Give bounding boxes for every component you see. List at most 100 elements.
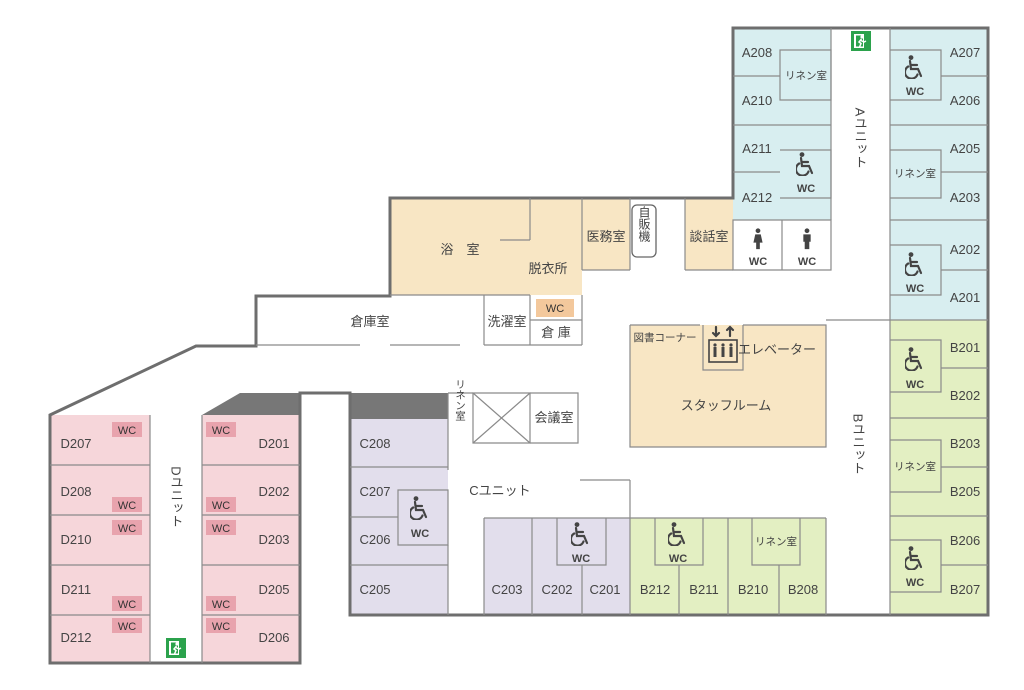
b-unit-label: Bユニット: [851, 414, 866, 475]
wc-label: WC: [749, 256, 767, 268]
dressing-room-label: 脱衣所: [528, 261, 567, 276]
storage-label: 倉 庫: [541, 325, 571, 340]
room-label: D210: [60, 532, 91, 547]
wc-badge-text: WC: [118, 500, 136, 512]
c-unit-rooms: C208 C207 C206 C205 C203 C202 C201: [359, 436, 620, 597]
room-label: B207: [950, 582, 980, 597]
room-label: C207: [359, 484, 390, 499]
room-label: B212: [640, 582, 670, 597]
wc-label: WC: [906, 283, 924, 295]
wc-badge-text: WC: [212, 425, 230, 437]
wc-label: WC: [906, 86, 924, 98]
wc-badge-text: WC: [212, 599, 230, 611]
room-label: D211: [61, 582, 91, 597]
linen-room-label: リネン室: [894, 460, 936, 473]
room-label: B203: [950, 436, 980, 451]
room-label: C203: [491, 582, 522, 597]
vending-machine: [631, 204, 657, 258]
room-label: A207: [950, 45, 980, 60]
room-label: A206: [950, 93, 980, 108]
center-wc-badge: [536, 299, 574, 317]
wc-badge-text: WC: [212, 621, 230, 633]
room-label: D205: [258, 582, 289, 597]
room-label: A202: [950, 242, 980, 257]
linen-room-label: リネン室: [894, 167, 936, 180]
elevator-label: エレベーター: [738, 342, 816, 357]
b-unit-rooms: B201 B202 B203 B205 B206 B207 B212 B211 …: [640, 340, 980, 597]
wc-badge-text: WC: [118, 621, 136, 633]
interior-walls: [50, 28, 988, 663]
linen-room-label: リネン室: [755, 535, 797, 548]
warehouse-label: 倉庫室: [350, 314, 389, 329]
staff-room-label: スタッフルーム: [681, 398, 772, 413]
bath-label: 浴 室: [440, 242, 479, 257]
medical-fill: [582, 198, 630, 270]
wc-badge-text: WC: [118, 425, 136, 437]
room-label: D212: [60, 630, 91, 645]
staff-room-fill: [630, 325, 826, 447]
c-unit-shadow: [350, 393, 448, 419]
outer-wall: [48, 26, 990, 665]
a-unit-west-fill: [733, 28, 831, 220]
emergency-exit-icon: [166, 638, 186, 658]
emergency-exit-icon: [851, 31, 871, 51]
center-wc-text: WC: [546, 303, 564, 315]
room-label: A203: [950, 190, 980, 205]
wc-badge-text: WC: [212, 500, 230, 512]
female-icon: [753, 228, 763, 250]
wc-label: WC: [906, 577, 924, 589]
room-label: B205: [950, 484, 980, 499]
room-label: A211: [742, 141, 771, 156]
room-label: A210: [742, 93, 772, 108]
lounge-fill: [685, 198, 733, 270]
room-label: B206: [950, 533, 980, 548]
room-label: B202: [950, 388, 980, 403]
room-label: D208: [60, 484, 91, 499]
wc-badge-text: WC: [118, 523, 136, 535]
wc-label: WC: [669, 553, 687, 565]
wc-label: WC: [797, 183, 815, 195]
library-corner-label: 図書コーナー: [634, 331, 697, 344]
wc-label: WC: [906, 379, 924, 391]
c-unit-label: Cユニット: [469, 483, 530, 498]
room-label: B201: [950, 340, 980, 355]
wc-label: WC: [411, 528, 429, 540]
room-label: B211: [689, 582, 718, 597]
room-label: A201: [950, 290, 980, 305]
bath-fill: [390, 198, 582, 295]
room-label: A208: [742, 45, 772, 60]
linen-room-vertical-label: リネン室: [454, 379, 466, 421]
room-label: D203: [258, 532, 289, 547]
room-label: A212: [742, 190, 772, 205]
linen-room-label: リネン室: [785, 69, 827, 82]
d-unit-shadow: [202, 393, 300, 415]
room-label: C201: [589, 582, 620, 597]
meeting-room-label: 会議室: [534, 410, 573, 425]
a-unit-label: Aユニット: [853, 108, 868, 169]
room-label: B210: [738, 582, 768, 597]
room-label: B208: [788, 582, 818, 597]
room-label: C206: [359, 532, 390, 547]
room-label: D202: [258, 484, 289, 499]
lounge-label: 談話室: [689, 229, 728, 244]
room-label: C202: [541, 582, 572, 597]
wc-label: WC: [572, 553, 590, 565]
wc-badge-text: WC: [212, 523, 230, 535]
wc-badge-text: WC: [118, 599, 136, 611]
c-unit-west-fill: [350, 395, 448, 615]
laundry-label: 洗濯室: [487, 314, 526, 329]
accessible-wc-group: WC WC WC WC WC WC WC WC: [410, 55, 924, 589]
wc-label: WC: [798, 256, 816, 268]
medical-room-label: 医務室: [586, 229, 625, 244]
elevator-icon: [708, 325, 738, 363]
room-label: D207: [60, 436, 91, 451]
d-unit-wc-badges: [112, 422, 236, 633]
room-label: D201: [258, 436, 289, 451]
male-icon: [803, 228, 811, 250]
vending-label: 自販機: [637, 206, 651, 242]
a-unit-rooms: A208 A210 A211 A212 A207 A206 A205 A203 …: [742, 45, 980, 305]
room-label: C205: [359, 582, 390, 597]
room-label: D206: [258, 630, 289, 645]
